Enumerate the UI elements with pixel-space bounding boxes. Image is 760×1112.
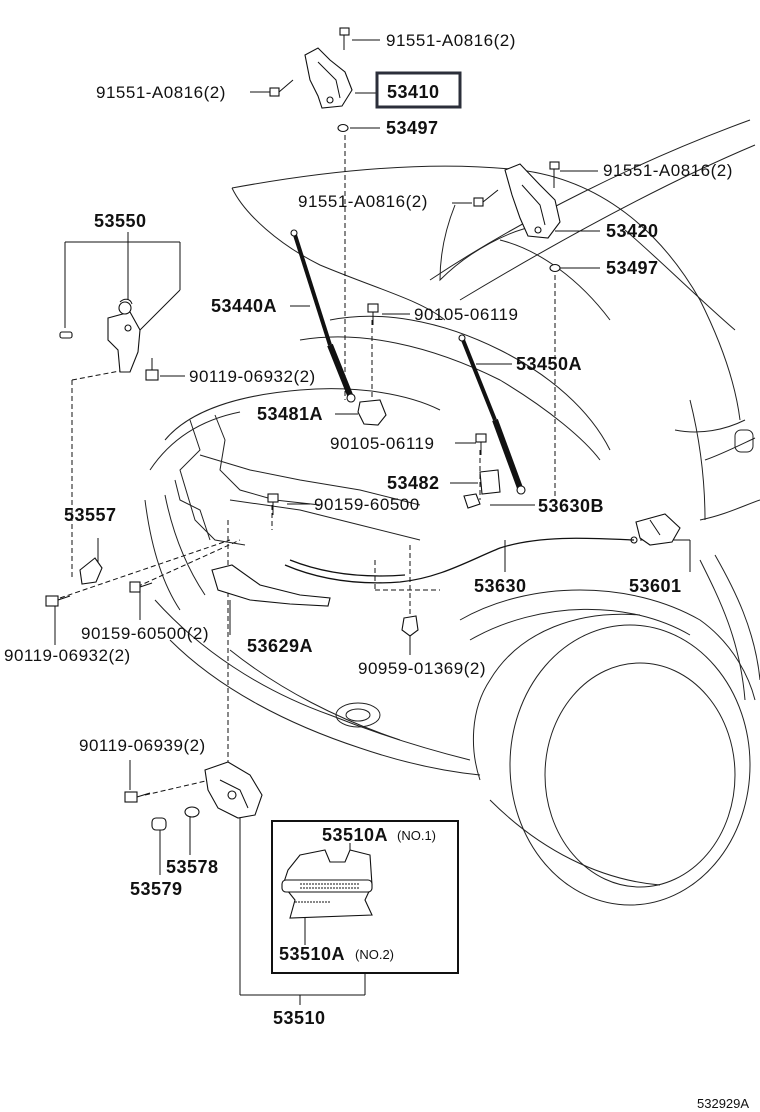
- washer-icon: [337, 123, 349, 133]
- bolt-icon: [129, 581, 153, 593]
- bolt-icon: [45, 595, 71, 607]
- callout-lever: 53601: [629, 576, 682, 596]
- callout-bracket-stay2: 53482: [387, 473, 440, 493]
- hood-hinge-rh: [504, 163, 561, 239]
- callout-bolt-hinge-rh-right: 91551-A0816(2): [603, 161, 733, 180]
- callout-washer-lh: 53497: [386, 118, 439, 138]
- callout-bolt-support: 90119-06932(2): [189, 367, 316, 386]
- leader-lines: [54, 39, 691, 1005]
- callout-cable-sub: 53630B: [538, 496, 604, 516]
- hood-lock-assy: [204, 761, 263, 819]
- vehicle-body: [144, 119, 760, 906]
- callout-stay-lh: 53440A: [211, 296, 277, 316]
- stay-bracket: [479, 469, 501, 495]
- callout-bolt-left: 91551-A0816(2): [96, 83, 226, 102]
- cushion-icon: [151, 817, 167, 831]
- release-handle: [211, 564, 331, 607]
- callout-bolt-top: 91551-A0816(2): [386, 31, 516, 50]
- bolt-icon: [475, 433, 487, 455]
- stay-bracket: [357, 399, 387, 426]
- callout-bolt-stay: 90105-06119: [414, 305, 518, 324]
- hood-hinge-lh: [304, 47, 353, 109]
- callout-lock-no1-suffix: (NO.1): [397, 828, 436, 843]
- callout-hinge-rh: 53420: [606, 221, 659, 241]
- release-lever: [630, 513, 681, 546]
- callout-clip: 90959-01369(2): [358, 659, 486, 678]
- cushion-icon: [184, 806, 200, 818]
- callout-bolt-hinge-rh-left: 91551-A0816(2): [298, 192, 428, 211]
- bolt-icon: [145, 358, 159, 381]
- bolt-icon: [339, 27, 350, 50]
- callout-cushion-578: 53578: [166, 857, 219, 877]
- bolt-icon: [269, 79, 294, 97]
- callout-bolt-bumper: 90119-06932(2): [4, 646, 131, 665]
- hood-support-assy: [59, 298, 141, 373]
- highlight-box: [375, 71, 462, 109]
- callout-labels: 91551-A0816(2) 91551-A0816(2) 53410 5349…: [4, 31, 749, 1111]
- cable-end-icon: [463, 493, 481, 509]
- callout-release: 53629A: [247, 636, 313, 656]
- parts: [45, 27, 681, 974]
- callout-bolt-lock: 90159-60500: [314, 495, 420, 514]
- clip-icon: [401, 615, 419, 637]
- callout-hinge-lh: 53410: [387, 82, 440, 102]
- diagram-id: 532929A: [697, 1096, 749, 1111]
- callout-lock-no1-number: 53510A: [322, 825, 388, 845]
- lock-inset-box: [271, 820, 459, 974]
- bolt-icon: [124, 791, 151, 803]
- bumper-retainer: [79, 557, 103, 585]
- callout-lock-no2-number: 53510A: [279, 944, 345, 964]
- washer-icon: [549, 263, 561, 273]
- bolt-icon: [473, 189, 499, 207]
- callout-bolt-lock2: 90159-60500(2): [81, 624, 209, 643]
- release-cable: [284, 537, 635, 584]
- hood-lock-inset: [281, 849, 373, 919]
- callout-bolt-lock-assy: 90119-06939(2): [79, 736, 206, 755]
- callout-bolt-stay2: 90105-06119: [330, 434, 434, 453]
- callout-cable: 53630: [474, 576, 527, 596]
- bolt-icon: [367, 303, 379, 325]
- callout-lock-assy: 53510: [273, 1008, 326, 1028]
- hood-stay-rh: [458, 334, 526, 495]
- callout-bumper-part: 53557: [64, 505, 117, 525]
- callout-lock-no2-suffix: (NO.2): [355, 947, 394, 962]
- callout-cushion-579: 53579: [130, 879, 183, 899]
- callout-support-assy: 53550: [94, 211, 147, 231]
- bolt-icon: [267, 493, 279, 515]
- callout-washer-rh: 53497: [606, 258, 659, 278]
- callout-bracket-stay: 53481A: [257, 404, 323, 424]
- bolt-icon: [549, 161, 560, 188]
- callout-stay-rh: 53450A: [516, 354, 582, 374]
- hood-stay-lh: [290, 229, 356, 403]
